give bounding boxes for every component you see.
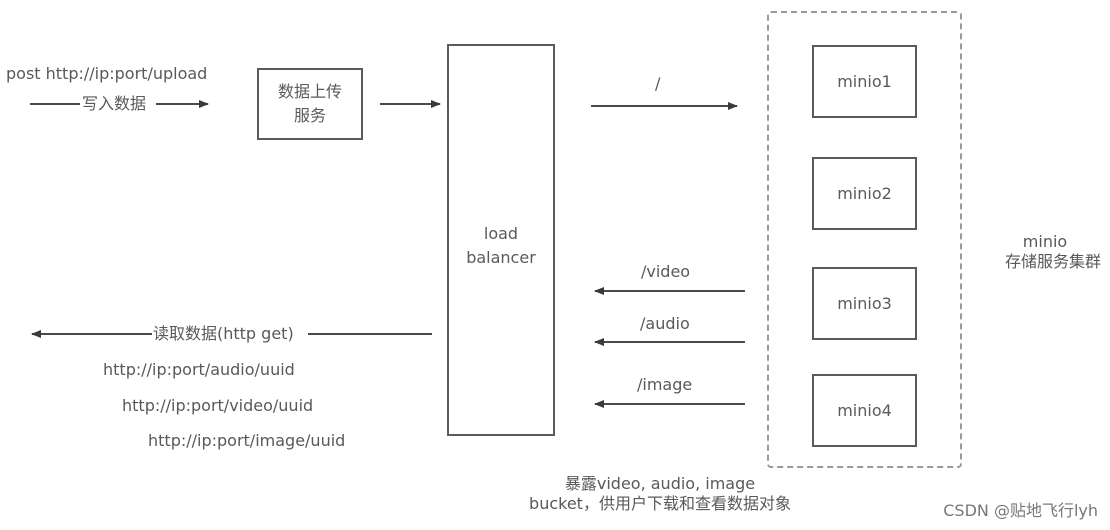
minio-node-2: minio2 (812, 157, 917, 230)
minio-node-label: minio3 (837, 293, 892, 313)
read-url-video: http://ip:port/video/uuid (122, 396, 314, 415)
read-url-audio: http://ip:port/audio/uuid (103, 360, 295, 379)
load-balancer-box: load balancer (447, 44, 555, 436)
minio-node-label: minio4 (837, 400, 892, 420)
load-balancer-line2: balancer (466, 248, 536, 267)
cluster-label-line1: minio (1022, 232, 1068, 251)
minio-node-1: minio1 (812, 45, 917, 118)
bucket-note-line2: bucket，供用户下载和查看数据对象 (529, 494, 791, 513)
read-url-image: http://ip:port/image/uuid (148, 431, 346, 450)
minio-node-label: minio1 (837, 71, 892, 91)
bucket-note: 暴露video, audio, image bucket，供用户下载和查看数据对… (470, 474, 850, 514)
read-data-label: 读取数据(http get) (153, 324, 294, 343)
upload-service-line1: 数据上传 (277, 82, 342, 101)
load-balancer-line1: load (483, 224, 519, 243)
minio-node-4: minio4 (812, 374, 917, 447)
minio-cluster-container (767, 11, 962, 468)
route-root-label: / (655, 74, 661, 93)
upload-request-label: post http://ip:port/upload (6, 64, 208, 83)
route-audio-label: /audio (640, 314, 690, 333)
bucket-note-line1: 暴露video, audio, image (564, 474, 756, 493)
route-image-label: /image (637, 375, 693, 394)
csdn-watermark: CSDN @贴地飞行lyh (943, 501, 1098, 520)
cluster-label-line2: 存储服务集群 (1005, 252, 1102, 271)
write-data-label: 写入数据 (82, 94, 147, 113)
upload-service-line2: 服务 (293, 106, 326, 125)
minio-node-label: minio2 (837, 183, 892, 203)
minio-node-3: minio3 (812, 267, 917, 340)
upload-service-box: 数据上传 服务 (257, 68, 363, 140)
cluster-label: minio 存储服务集群 (1005, 232, 1102, 272)
route-video-label: /video (641, 262, 691, 281)
